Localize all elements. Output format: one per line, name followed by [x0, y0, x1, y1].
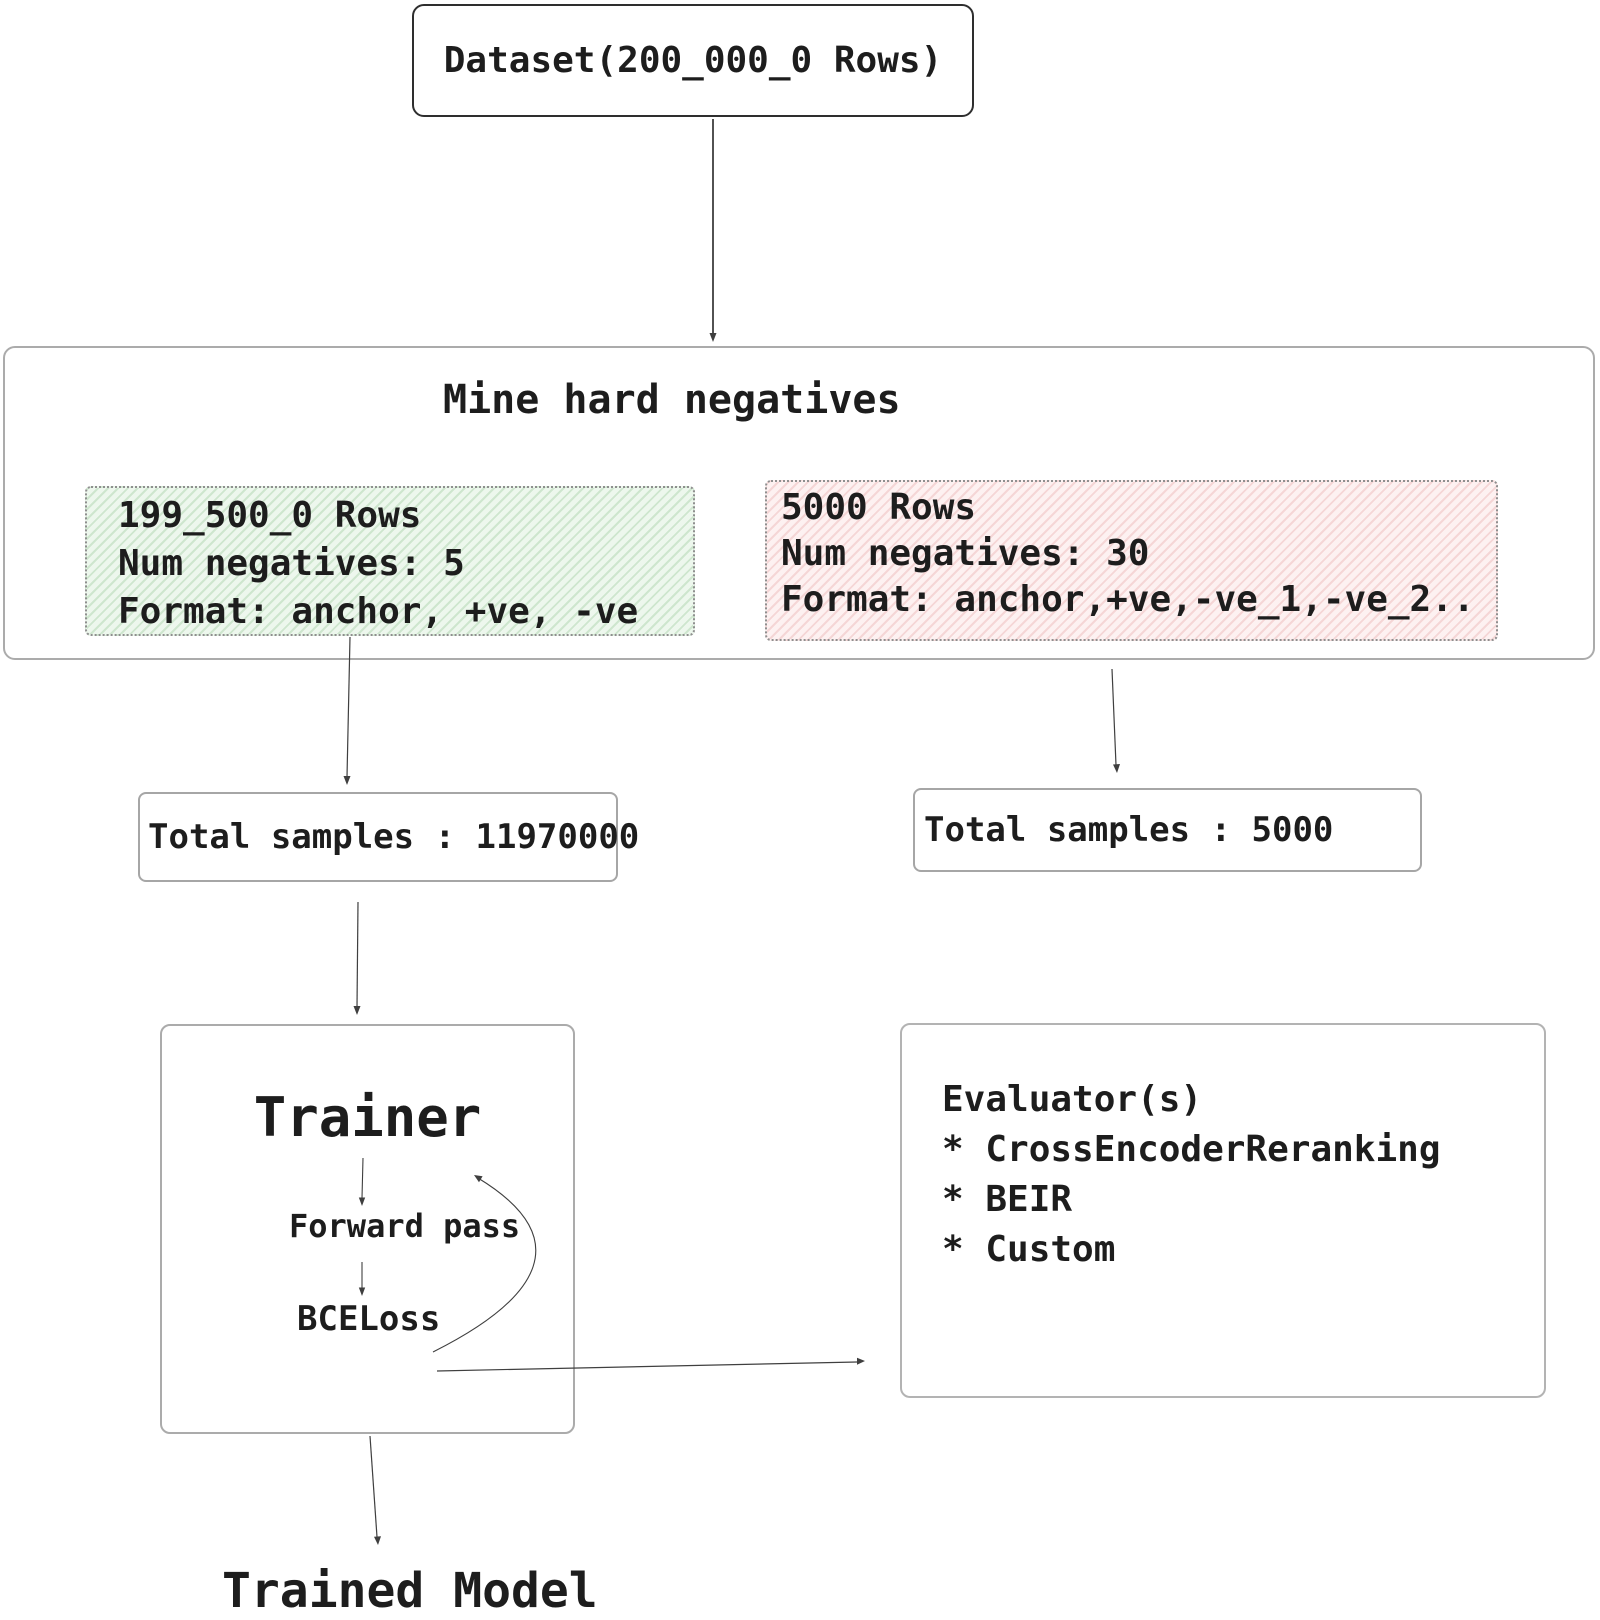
- train-split-node: 199_500_0 Rows Num negatives: 5 Format: …: [85, 486, 695, 636]
- eval-total-samples-node: Total samples : 5000: [913, 788, 1422, 872]
- trained-model-label: Trained Model: [222, 1563, 598, 1619]
- arrow-total-to-trainer: [353, 901, 361, 1015]
- train-split-format: Format: anchor, +ve, -ve: [118, 591, 639, 632]
- train-total-samples-node: Total samples : 11970000: [138, 792, 639, 882]
- arrow-dataset-to-mine: [709, 119, 717, 342]
- trainer-forward-pass-label: Forward pass: [289, 1207, 521, 1245]
- arrow-trainer-to-trained-model: [369, 1435, 381, 1545]
- train-split-rows: 199_500_0 Rows: [118, 495, 422, 536]
- eval-split-format: Format: anchor,+ve,-ve_1,-ve_2..: [781, 579, 1475, 620]
- evaluator-title: Evaluator(s): [942, 1079, 1203, 1120]
- trainer-title: Trainer: [253, 1086, 482, 1149]
- dataset-node: Dataset(200_000_0 Rows): [412, 4, 974, 117]
- evaluator-item-crossencoder: * CrossEncoderReranking: [942, 1129, 1441, 1170]
- train-split-num-negatives: Num negatives: 5: [118, 543, 465, 584]
- evaluator-node: Evaluator(s) * CrossEncoderReranking * B…: [900, 1023, 1546, 1398]
- evaluator-item-custom: * Custom: [942, 1229, 1116, 1270]
- trainer-bceloss-label: BCELoss: [297, 1299, 441, 1339]
- mine-hard-negatives-title: Mine hard negatives: [443, 377, 901, 423]
- dataset-label: Dataset(200_000_0 Rows): [443, 40, 943, 81]
- eval-split-node: 5000 Rows Num negatives: 30 Format: anch…: [765, 480, 1498, 641]
- train-total-samples-label: Total samples : 11970000: [148, 817, 640, 857]
- eval-split-rows: 5000 Rows: [781, 487, 977, 528]
- eval-split-num-negatives: Num negatives: 30: [781, 533, 1150, 574]
- evaluator-item-beir: * BEIR: [942, 1179, 1073, 1220]
- arrow-eval-split-to-total: [1111, 668, 1120, 773]
- eval-total-samples-label: Total samples : 5000: [924, 810, 1334, 850]
